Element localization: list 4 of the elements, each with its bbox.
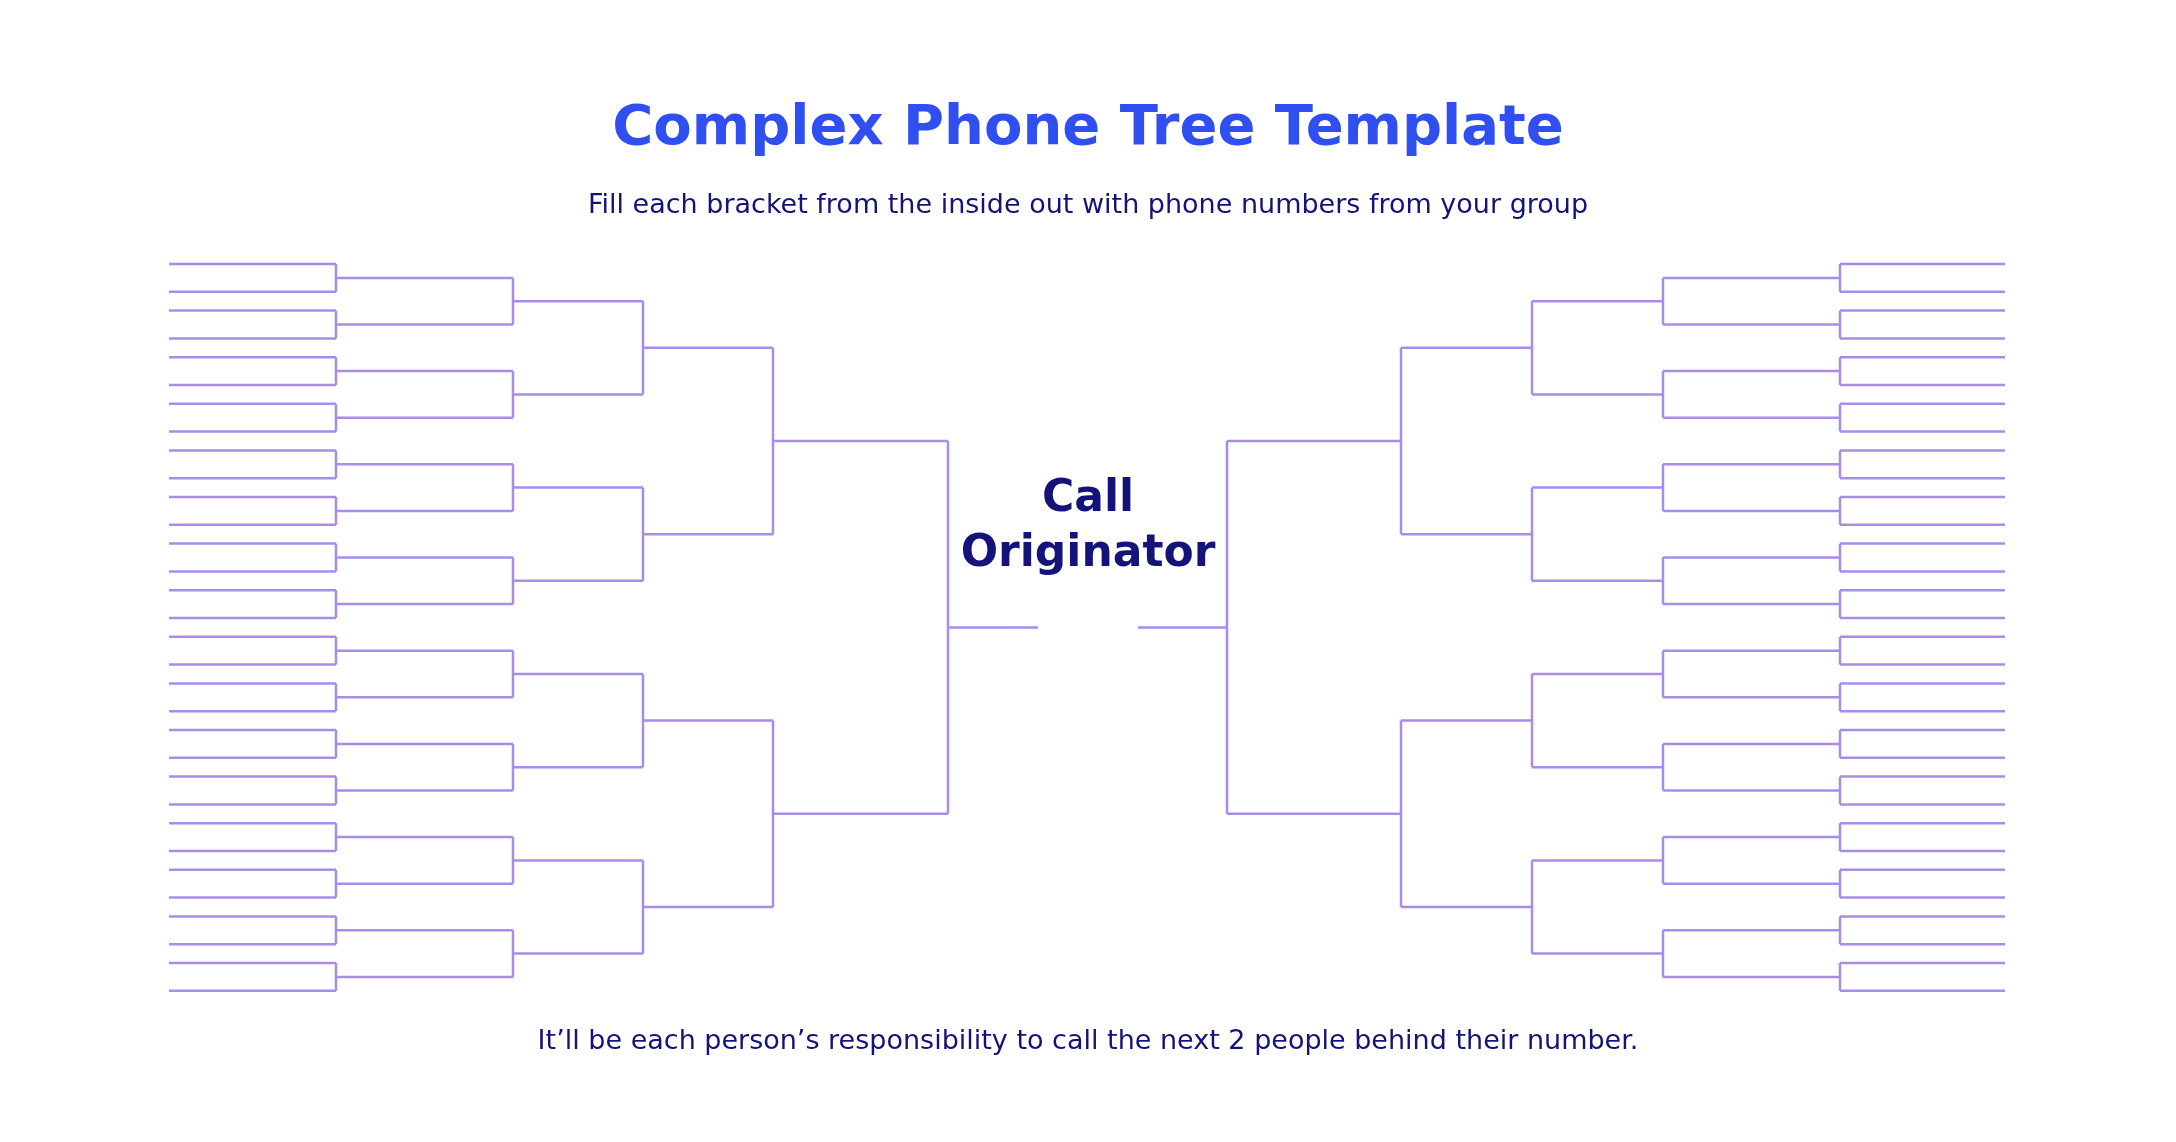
title: Complex Phone Tree Template bbox=[612, 92, 1564, 157]
subtitle: Fill each bracket from the inside out with phone numbers from your group bbox=[587, 188, 1589, 219]
originator-label: Call Originator bbox=[959, 469, 1217, 578]
caption: It’ll be each person’s responsibility to call the next 2 people behind their number. bbox=[537, 1024, 1639, 1055]
